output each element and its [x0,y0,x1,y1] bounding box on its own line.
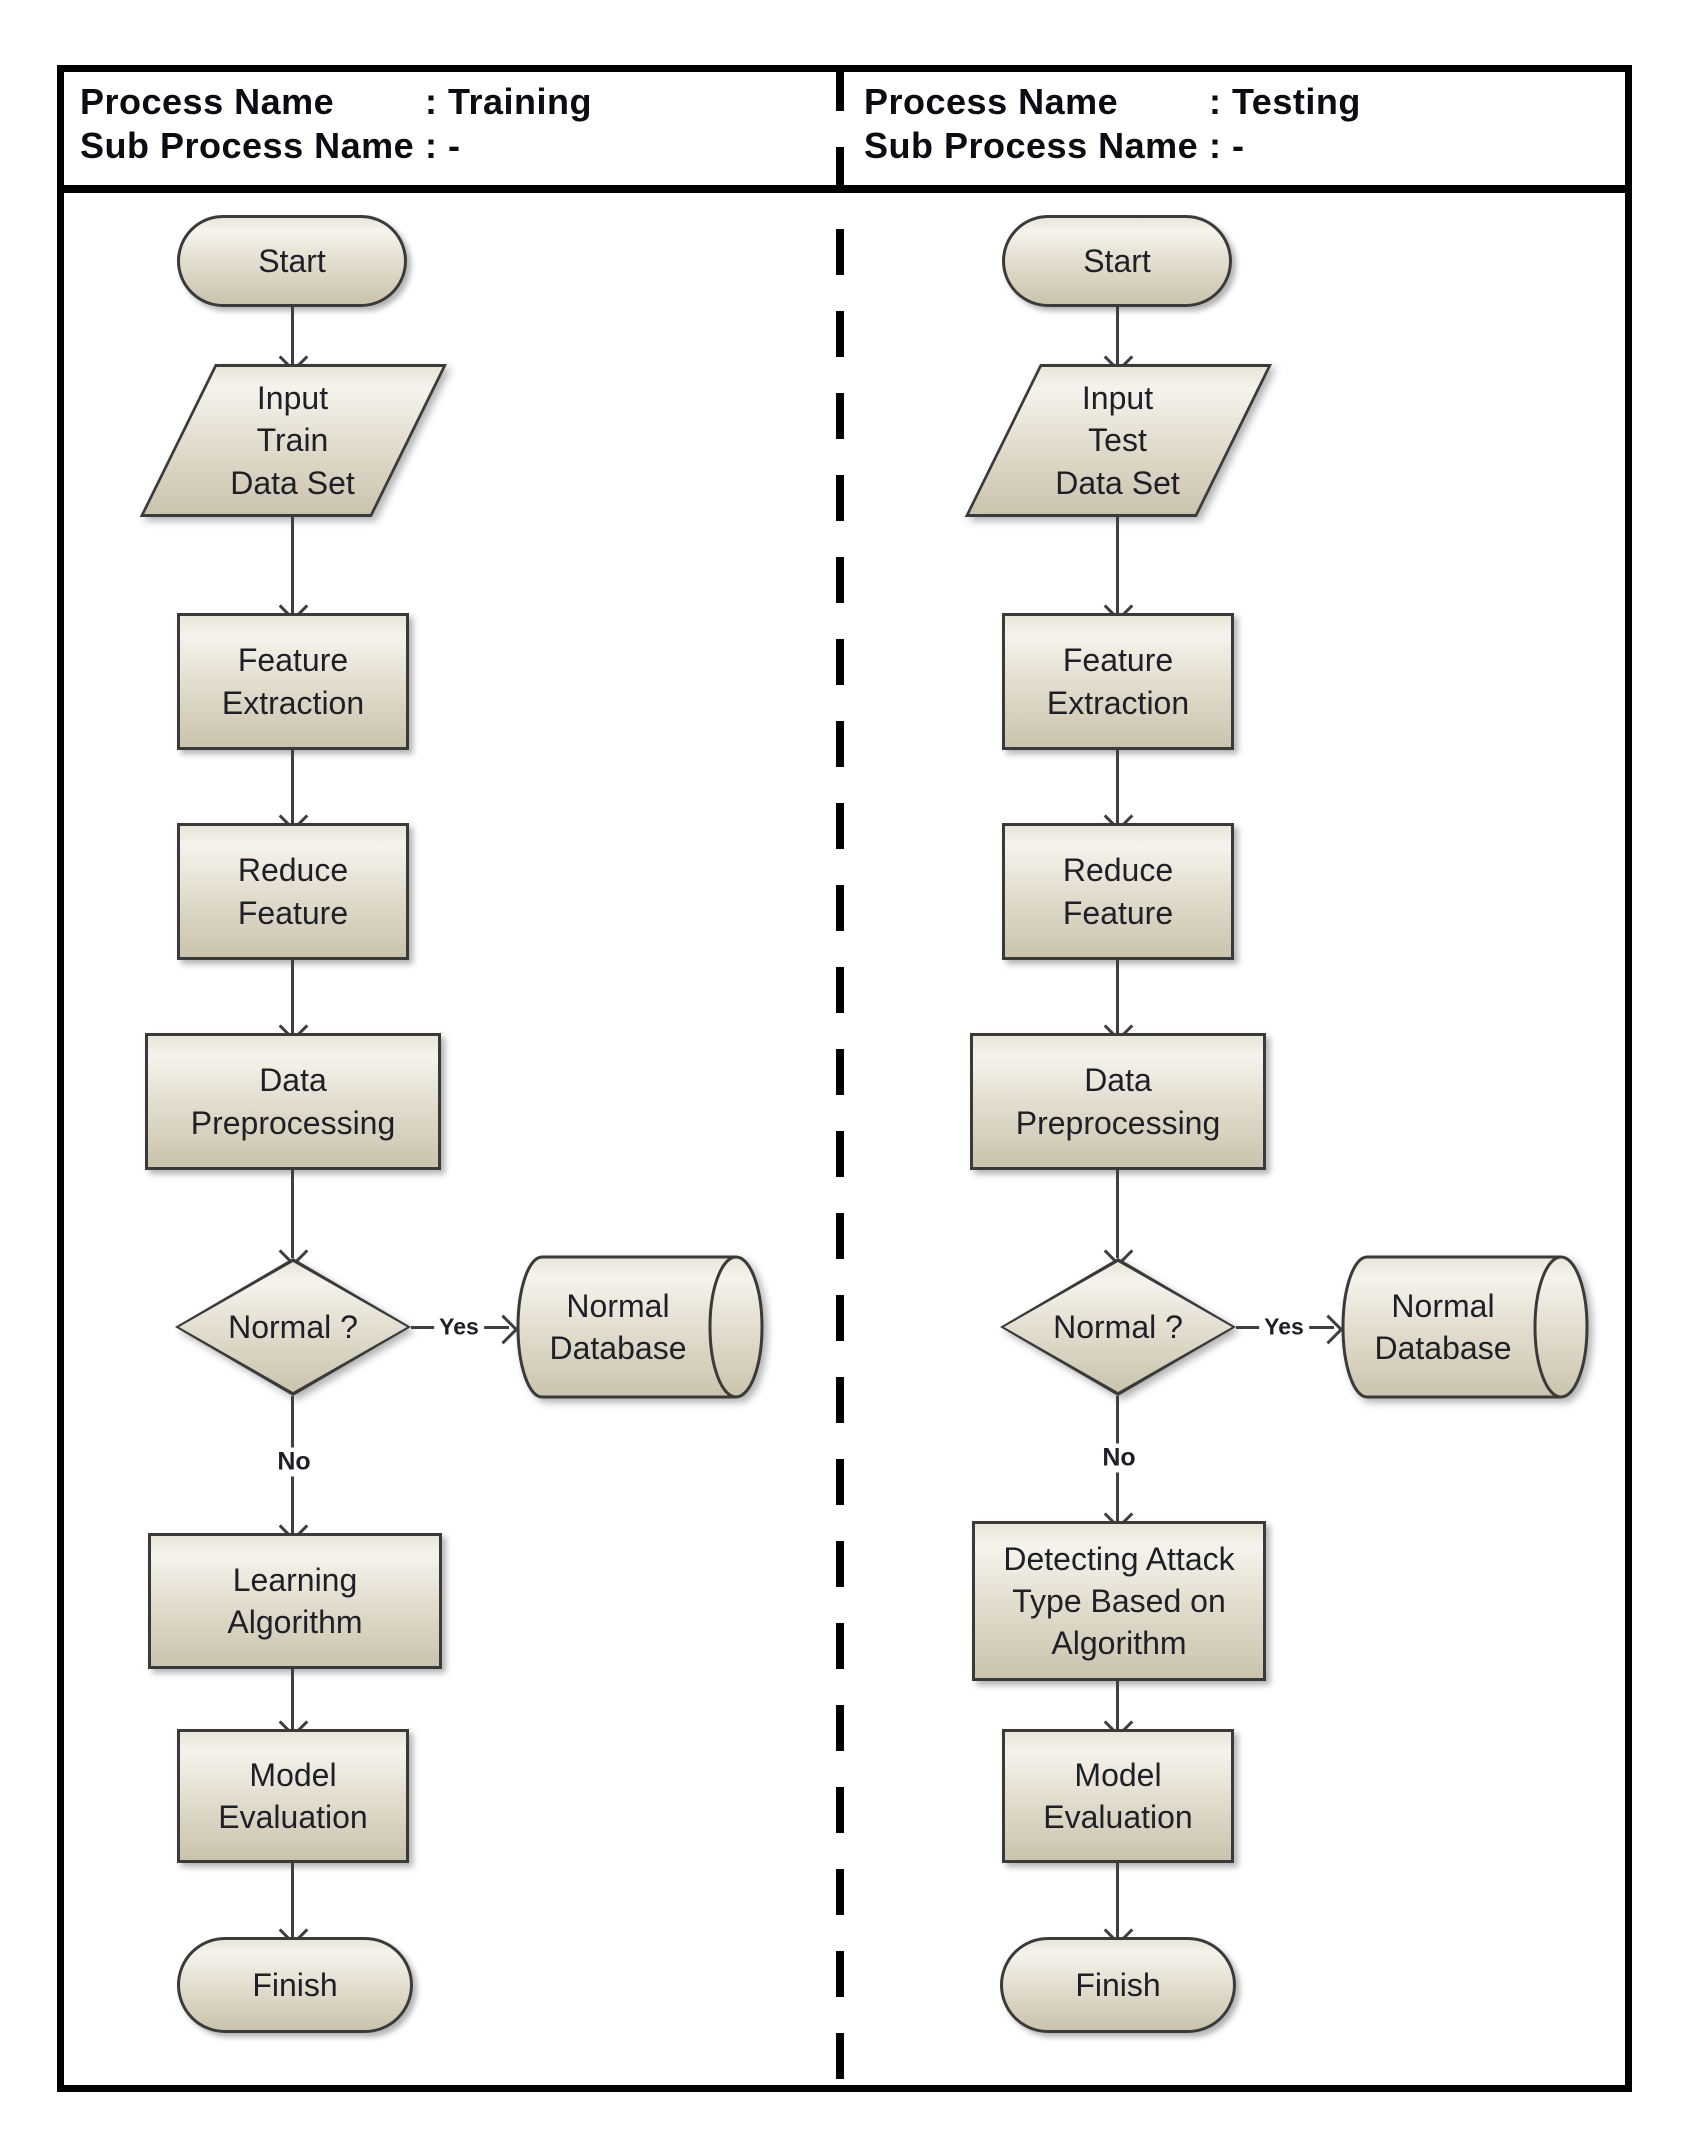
testing-finish-label: Finish [1075,1966,1161,2003]
training-start-label: Start [258,242,326,279]
training-input-parallelogram: Input Train Data Set [138,364,447,517]
sub-process-name-value: : - [1209,125,1245,166]
training-data-preprocessing-node: Data Preprocessing [145,1033,441,1170]
testing-decision-label: Normal ? [1053,1308,1183,1345]
testing-yes-label: Yes [1259,1313,1309,1341]
training-learning-algorithm-node: Learning Algorithm [148,1533,442,1669]
header-testing-process-row: Process Name : Testing [864,80,1361,124]
process-name-label: Process Name [80,81,335,122]
testing-normal-decision-diamond: Normal ? [1000,1258,1236,1396]
header-training: Process Name : Training Sub Process Name… [80,80,592,168]
training-feature-extraction-node: Feature Extraction [177,613,409,750]
training-arrow-start-to-input [291,307,294,364]
testing-feature-extraction-node: Feature Extraction [1002,613,1234,750]
training-arrow-reduce-to-preprocessing [291,960,294,1033]
header-training-process-row: Process Name : Training [80,80,592,124]
training-normal-database-cylinder: Normal Database [512,1254,764,1400]
testing-arrow-preprocessing-to-decision [1116,1170,1119,1258]
testing-arrow-input-to-feature [1116,517,1119,613]
training-finish-node: Finish [177,1937,413,2033]
testing-arrow-evaluation-to-finish [1116,1863,1119,1937]
testing-model-evaluation-node: Model Evaluation [1002,1729,1234,1863]
testing-database-label: Normal Database [1374,1287,1512,1366]
testing-feature-extraction-label: Feature Extraction [1046,642,1190,721]
testing-model-evaluation-label: Model Evaluation [1043,1756,1193,1835]
sub-process-name-value: : - [425,125,461,166]
testing-finish-node: Finish [1000,1937,1236,2033]
testing-no-label: No [1097,1443,1141,1473]
process-name-value: : Testing [1209,81,1361,122]
database-cylinder-icon [1341,1255,1589,1399]
testing-reduce-feature-node: Reduce Feature [1002,823,1234,960]
testing-data-preprocessing-node: Data Preprocessing [970,1033,1266,1170]
training-arrow-learning-to-evaluation [291,1669,294,1729]
training-data-preprocessing-label: Data Preprocessing [190,1062,396,1141]
testing-arrow-detecting-to-evaluation [1116,1681,1119,1729]
lane-divider-dashed-line [836,65,844,2092]
training-normal-decision-diamond: Normal ? [175,1258,411,1396]
header-testing: Process Name : Testing Sub Process Name … [864,80,1361,168]
training-decision-label: Normal ? [228,1308,358,1345]
training-arrow-feature-to-reduce [291,750,294,823]
training-database-label: Normal Database [549,1287,687,1366]
header-testing-subprocess-row: Sub Process Name : - [864,124,1361,168]
testing-input-label: Input Test Data Set [1055,380,1180,501]
training-arrow-input-to-feature [291,517,294,613]
diagram-frame [57,65,1632,2092]
training-arrow-preprocessing-to-decision [291,1170,294,1258]
sub-process-name-label: Sub Process Name [80,125,415,166]
header-divider-line [57,185,1632,193]
database-cylinder-icon [516,1255,764,1399]
training-feature-extraction-label: Feature Extraction [221,642,365,721]
testing-start-node: Start [1002,215,1232,307]
process-name-label: Process Name [864,81,1119,122]
testing-reduce-feature-label: Reduce Feature [1062,852,1174,931]
training-arrow-evaluation-to-finish [291,1863,294,1937]
training-input-label: Input Train Data Set [230,380,355,501]
training-reduce-feature-node: Reduce Feature [177,823,409,960]
testing-detecting-attack-label: Detecting Attack Type Based on Algorithm [1003,1540,1235,1662]
testing-start-label: Start [1083,242,1151,279]
training-no-label: No [272,1447,316,1477]
training-finish-label: Finish [252,1966,338,2003]
testing-arrow-start-to-input [1116,307,1119,364]
process-name-value: : Training [425,81,592,122]
training-yes-label: Yes [434,1313,484,1341]
testing-normal-database-cylinder: Normal Database [1337,1254,1589,1400]
sub-process-name-label: Sub Process Name [864,125,1199,166]
testing-detecting-attack-node: Detecting Attack Type Based on Algorithm [972,1521,1266,1681]
training-learning-algorithm-label: Learning Algorithm [227,1561,363,1640]
training-reduce-feature-label: Reduce Feature [237,852,349,931]
header-training-subprocess-row: Sub Process Name : - [80,124,592,168]
training-model-evaluation-node: Model Evaluation [177,1729,409,1863]
testing-data-preprocessing-label: Data Preprocessing [1015,1062,1221,1141]
training-start-node: Start [177,215,407,307]
training-model-evaluation-label: Model Evaluation [218,1756,368,1835]
testing-arrow-feature-to-reduce [1116,750,1119,823]
testing-input-parallelogram: Input Test Data Set [963,364,1272,517]
testing-arrow-reduce-to-preprocessing [1116,960,1119,1033]
